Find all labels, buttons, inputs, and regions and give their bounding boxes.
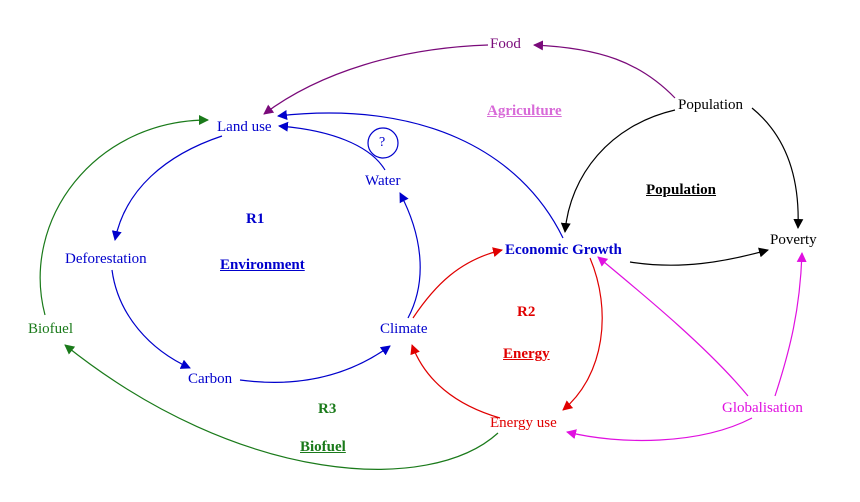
node-water: Water: [365, 173, 401, 189]
link-economic-growth-energy-use: [562, 257, 603, 411]
node-land-use: Land use: [217, 119, 272, 135]
loop-biofuel-label: Biofuel: [300, 439, 346, 455]
loop-agriculture-label: Agriculture: [487, 103, 562, 119]
link-land-use-deforestation: [111, 135, 223, 241]
link-globalisation-poverty: [774, 252, 807, 397]
loop-r2-id: R2: [517, 304, 536, 320]
node-biofuel: Biofuel: [28, 321, 73, 337]
link-population-poverty: [751, 107, 804, 229]
loop-energy-label: Energy: [503, 346, 550, 362]
link-globalisation-energy-use: [566, 417, 753, 442]
link-carbon-climate: [239, 345, 391, 383]
link-energy-use-biofuel: [64, 344, 499, 470]
node-poverty: Poverty: [770, 232, 817, 248]
node-globalisation: Globalisation: [722, 400, 803, 416]
node-economic-growth: Economic Growth: [505, 242, 622, 258]
link-climate-water: [399, 192, 421, 319]
node-climate: Climate: [380, 321, 428, 337]
link-economic-growth-poverty: [629, 247, 769, 266]
question-mark: ?: [379, 135, 386, 150]
node-food: Food: [490, 36, 521, 52]
question-circle: [367, 127, 399, 159]
node-deforestation: Deforestation: [65, 251, 147, 267]
link-climate-economic-growth: [412, 247, 503, 319]
link-globalisation-economic-growth: [597, 256, 749, 397]
link-economic-growth-land-use: [277, 110, 564, 239]
link-biofuel-land-use: [39, 115, 209, 316]
link-energy-use-climate: [410, 344, 501, 419]
loop-r1-id: R1: [246, 211, 265, 227]
link-food-land-use: [263, 44, 489, 115]
link-population-economic-growth: [560, 109, 676, 233]
loop-environment-label: Environment: [220, 257, 305, 273]
node-population: Population: [678, 97, 744, 113]
node-energy-use: Energy use: [490, 415, 557, 431]
link-deforestation-carbon: [111, 269, 191, 369]
loop-population-label: Population: [646, 182, 717, 198]
link-population-food: [533, 40, 676, 99]
loop-r3-id: R3: [318, 401, 337, 417]
link-water-land-use: [278, 121, 386, 171]
node-carbon: Carbon: [188, 371, 233, 387]
